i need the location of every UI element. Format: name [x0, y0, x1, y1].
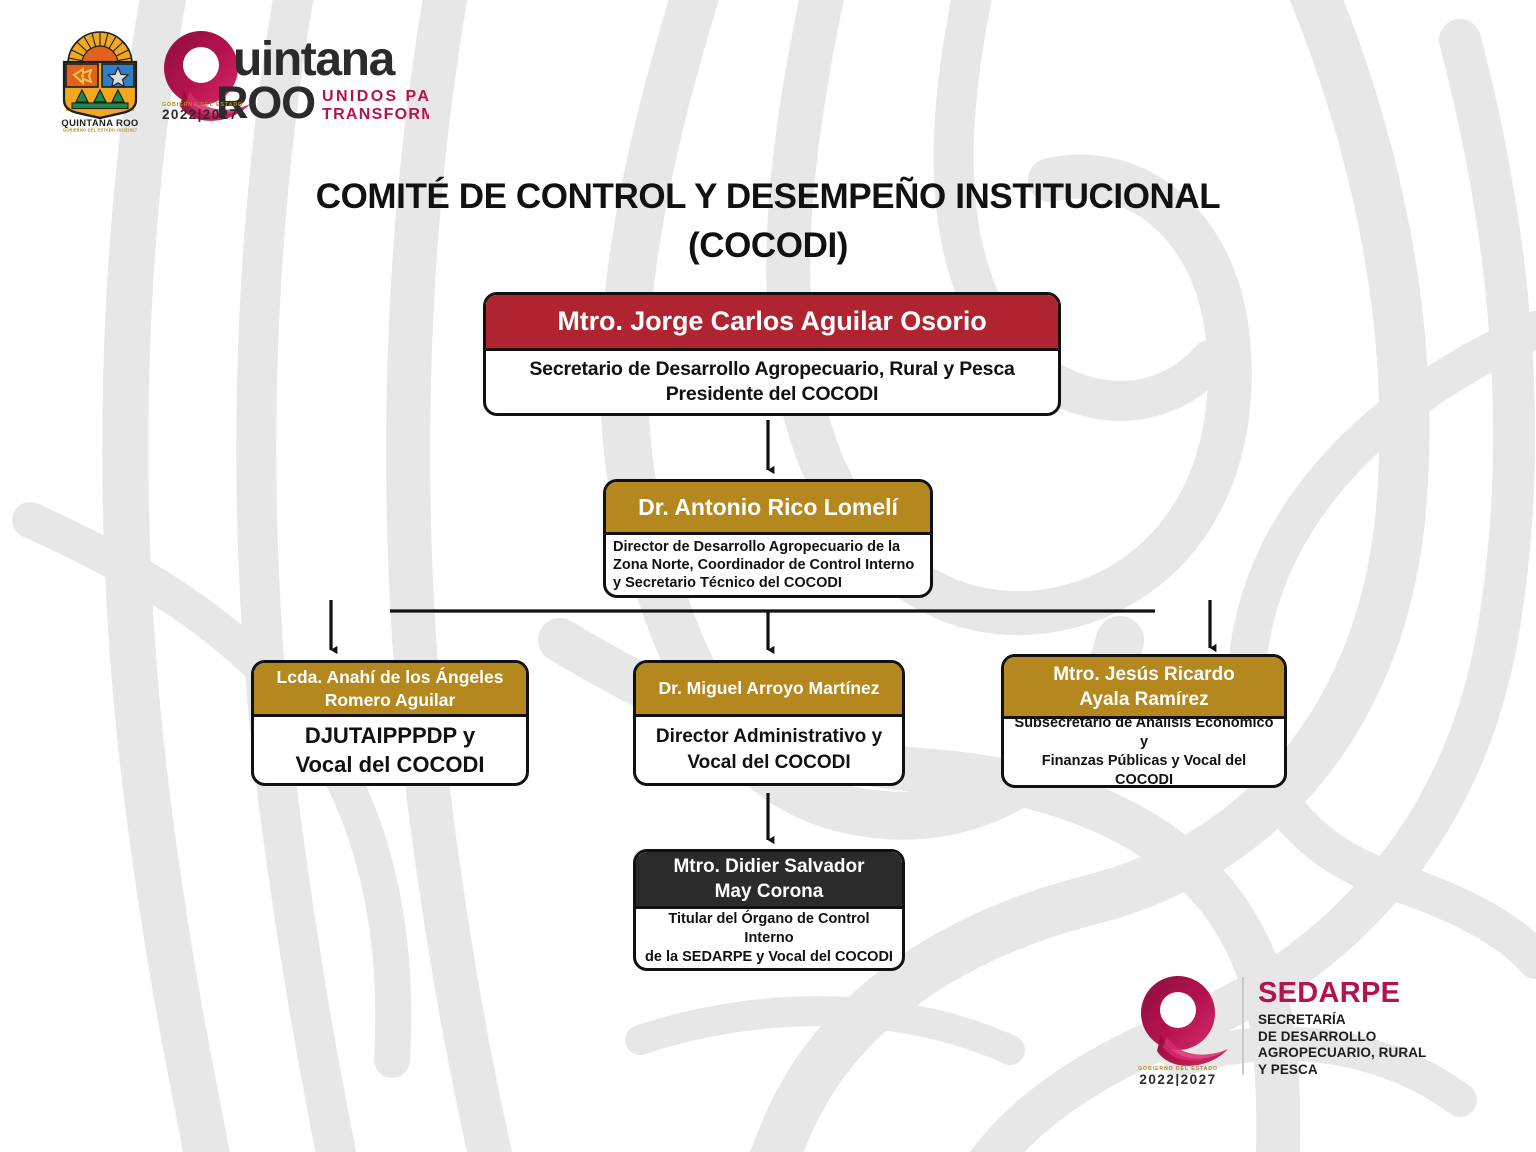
qr-tagline-line2: TRANSFORMAR: [322, 106, 429, 123]
sedarpe-text-block: SEDARPE SECRETARÍA DE DESARROLLO AGROPEC…: [1258, 974, 1458, 1078]
org-node-djutaipppdp-name-line-1: Lcda. Anahí de los Ángeles: [276, 666, 504, 687]
org-node-director-administrativo-name: Dr. Miguel Arroyo Martínez: [636, 663, 902, 717]
org-node-djutaipppdp[interactable]: Lcda. Anahí de los Ángeles Romero Aguila…: [251, 660, 529, 786]
org-node-director-administrativo-role: Director Administrativo y Vocal del COCO…: [636, 717, 902, 783]
page-title-line-2: (COCODI): [687, 226, 849, 265]
org-node-djutaipppdp-role-line-1: DJUTAIPPPDP y: [304, 723, 476, 748]
org-node-president-role-line-2: Presidente del COCODI: [665, 383, 879, 405]
org-node-subsecretario[interactable]: Mtro. Jesús Ricardo Ayala Ramírez Subsec…: [1001, 654, 1287, 788]
org-node-secretario-tecnico-role: Director de Desarrollo Agropecuario de l…: [606, 535, 930, 595]
sedarpe-period-years: 2022|2027: [1139, 1072, 1216, 1086]
org-node-organo-control-interno-role: Titular del Órgano de Control Interno de…: [636, 909, 902, 968]
sedarpe-subtitle: SECRETARÍA DE DESARROLLO AGROPECUARIO, R…: [1258, 1012, 1458, 1078]
org-node-subsecretario-role-line-2: Finanzas Públicas y Vocal del COCODI: [1041, 753, 1247, 788]
org-node-subsecretario-name: Mtro. Jesús Ricardo Ayala Ramírez: [1004, 657, 1284, 719]
sedarpe-subtitle-line-3: AGROPECUARIO, RURAL: [1258, 1045, 1427, 1060]
org-node-djutaipppdp-role-line-2: Vocal del COCODI: [295, 752, 485, 777]
quintana-roo-coat-of-arms-icon: QUINTANA ROO GOBIERNO DEL ESTADO 2022|20…: [52, 20, 148, 133]
org-node-secretario-tecnico-role-line-3: y Secretario Técnico del COCODI: [613, 575, 842, 591]
org-node-director-administrativo-role-line-2: Vocal del COCODI: [687, 752, 851, 773]
org-node-secretario-tecnico-role-line-2: Zona Norte, Coordinador de Control Inter…: [613, 557, 915, 573]
org-node-organo-control-interno-role-line-1: Titular del Órgano de Control Interno: [668, 911, 870, 946]
sedarpe-subtitle-line-2: DE DESARROLLO: [1258, 1028, 1377, 1044]
sedarpe-name: SEDARPE: [1258, 977, 1401, 1009]
org-node-secretario-tecnico-role-line-1: Director de Desarrollo Agropecuario de l…: [613, 539, 901, 555]
org-node-president-role-line-1: Secretario de Desarrollo Agropecuario, R…: [529, 358, 1015, 380]
qr-shield-subcaption: GOBIERNO DEL ESTADO 2022|2027: [63, 128, 138, 132]
org-node-secretario-tecnico[interactable]: Dr. Antonio Rico Lomelí Director de Desa…: [603, 479, 933, 598]
org-node-subsecretario-name-line-2: Ayala Ramírez: [1079, 688, 1209, 710]
sedarpe-subtitle-line-4: Y PESCA: [1258, 1061, 1318, 1077]
sedarpe-q-mark-icon: GOBIERNO DEL ESTADO 2022|2027: [1128, 966, 1238, 1087]
org-node-organo-control-interno-name-line-1: Mtro. Didier Salvador: [673, 856, 865, 877]
org-node-director-administrativo[interactable]: Dr. Miguel Arroyo Martínez Director Admi…: [633, 660, 905, 786]
org-node-organo-control-interno-role-line-2: de la SEDARPE y Vocal del COCODI: [645, 949, 893, 965]
org-node-president-role: Secretario de Desarrollo Agropecuario, R…: [486, 351, 1058, 413]
org-node-president-name: Mtro. Jorge Carlos Aguilar Osorio: [486, 295, 1058, 351]
qr-period-years: 2022|2027: [162, 107, 238, 122]
org-node-organo-control-interno-name: Mtro. Didier Salvador May Corona: [636, 852, 902, 909]
org-node-djutaipppdp-name: Lcda. Anahí de los Ángeles Romero Aguila…: [254, 663, 526, 717]
org-node-djutaipppdp-role: DJUTAIPPPDP y Vocal del COCODI: [254, 717, 526, 783]
org-node-subsecretario-role-line-1: Subsecretario de Análisis Económico y: [1014, 715, 1274, 750]
page-title: COMITÉ DE CONTROL Y DESEMPEÑO INSTITUCIO…: [268, 172, 1268, 270]
qr-shield-caption: QUINTANA ROO: [61, 117, 138, 128]
org-node-president[interactable]: Mtro. Jorge Carlos Aguilar Osorio Secret…: [483, 292, 1061, 416]
org-node-secretario-tecnico-name: Dr. Antonio Rico Lomelí: [606, 482, 930, 535]
sedarpe-divider: [1242, 977, 1244, 1075]
sedarpe-subtitle-line-1: SECRETARÍA: [1258, 1012, 1346, 1027]
page-title-line-1: COMITÉ DE CONTROL Y DESEMPEÑO INSTITUCIO…: [315, 177, 1221, 216]
org-node-organo-control-interno[interactable]: Mtro. Didier Salvador May Corona Titular…: [633, 849, 905, 971]
org-node-director-administrativo-role-line-1: Director Administrativo y: [655, 726, 883, 747]
quintana-roo-wordmark: uintana ROO UNIDOS PARA TRANSFORMAR GOBI…: [154, 20, 460, 132]
org-node-organo-control-interno-name-line-2: May Corona: [714, 881, 824, 902]
org-node-subsecretario-name-line-1: Mtro. Jesús Ricardo: [1053, 663, 1235, 685]
sedarpe-logo: GOBIERNO DEL ESTADO 2022|2027 SEDARPE SE…: [1128, 965, 1458, 1087]
qr-tagline-line1: UNIDOS PARA: [322, 88, 429, 105]
org-node-subsecretario-role: Subsecretario de Análisis Económico y Fi…: [1004, 715, 1284, 788]
org-node-djutaipppdp-name-line-2: Romero Aguilar: [324, 689, 456, 710]
quintana-roo-logo: QUINTANA ROO GOBIERNO DEL ESTADO 2022|20…: [52, 20, 460, 140]
